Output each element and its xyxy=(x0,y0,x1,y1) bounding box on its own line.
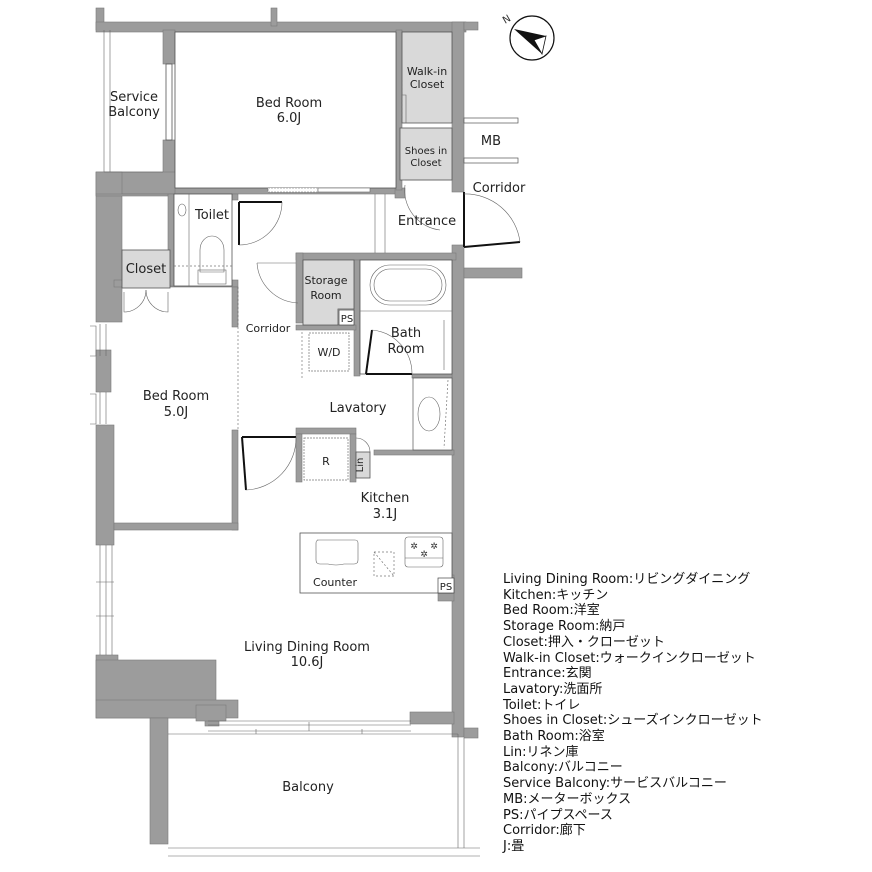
legend-item: Lavatory:洗面所 xyxy=(503,681,603,697)
ldr-label: Living Dining Room xyxy=(244,640,370,655)
legend-item: Bath Room:浴室 xyxy=(503,729,605,745)
linen-closet: Lin xyxy=(355,437,371,479)
legend-item: Service Balcony:サービスバルコニー xyxy=(503,776,727,792)
closet-label: Closet xyxy=(126,262,167,277)
burner-icon: ✲ xyxy=(430,542,438,552)
toilet-label: Toilet xyxy=(194,208,229,223)
legend-item: PS:パイプスペース xyxy=(503,807,613,823)
closet: Closet xyxy=(121,249,171,313)
balcony-label: Balcony xyxy=(282,780,334,795)
burner-icon: ✲ xyxy=(420,550,428,560)
storage-room-label-1: Storage xyxy=(304,274,347,287)
kitchen-size: 3.1J xyxy=(373,507,398,522)
ldr-size: 10.6J xyxy=(291,655,324,670)
washer-dryer: W/D xyxy=(301,332,350,380)
outside-corridor-label: Corridor xyxy=(473,181,526,196)
counter-label: Counter xyxy=(313,576,357,589)
walk-in-closet-label-2: Closet xyxy=(410,78,445,91)
balcony: Balcony xyxy=(168,733,480,857)
ps-top-label: PS xyxy=(341,314,353,325)
service-balcony-label-1: Service xyxy=(110,90,158,105)
legend-item: Toilet:トイレ xyxy=(503,697,581,713)
storage-room: Storage Room PS xyxy=(302,259,355,326)
bed-room-6-size: 6.0J xyxy=(277,111,302,126)
walk-in-closet-label-1: Walk-in xyxy=(407,65,447,78)
service-balcony-label-2: Balcony xyxy=(108,105,160,120)
refrigerator: R xyxy=(303,437,349,481)
ps-kitchen-label: PS xyxy=(440,582,452,593)
shoes-in-closet-label-2: Closet xyxy=(410,158,441,169)
bath-room-label-1: Bath xyxy=(391,326,421,341)
legend-item: Shoes in Closet:シューズインクローゼット xyxy=(503,713,763,729)
linen-label: Lin xyxy=(355,458,366,473)
bath-room: Bath Room xyxy=(359,259,453,375)
bed-room-5-size: 5.0J xyxy=(164,405,189,420)
service-balcony: Service Balcony xyxy=(103,30,173,173)
storage-room-label-2: Room xyxy=(310,289,341,302)
shoes-in-closet: Shoes in Closet xyxy=(399,127,453,181)
meter-box: MB Corridor xyxy=(463,117,526,196)
living-dining-room: Living Dining Room 10.6J xyxy=(208,640,411,734)
wd-label: W/D xyxy=(317,346,340,359)
legend-item: Corridor:廊下 xyxy=(503,823,586,839)
shoes-in-closet-label-1: Shoes in xyxy=(405,146,447,157)
legend-item: Balcony:バルコニー xyxy=(503,760,623,776)
north-arrow-icon: N xyxy=(501,13,555,61)
legend: Living Dining Room:リビングダイニング Kitchen:キッチ… xyxy=(503,572,763,855)
bed-room-6-label: Bed Room xyxy=(256,96,322,111)
legend-item: Walk-in Closet:ウォークインクローゼット xyxy=(503,650,756,666)
kitchen-label: Kitchen xyxy=(361,491,410,506)
legend-item: Storage Room:納戸 xyxy=(503,619,626,635)
legend-item: MB:メーターボックス xyxy=(503,791,632,807)
lavatory: Lavatory xyxy=(330,377,453,451)
legend-item: J:畳 xyxy=(503,838,525,854)
entrance: Entrance xyxy=(374,179,521,253)
legend-item: Living Dining Room:リビングダイニング xyxy=(503,572,751,587)
burner-icon: ✲ xyxy=(410,542,418,552)
lavatory-label: Lavatory xyxy=(330,401,387,416)
toilet: Toilet xyxy=(173,193,283,287)
north-label: N xyxy=(501,13,513,26)
ldr-left-window xyxy=(96,545,114,655)
bed-room-5: Bed Room 5.0J xyxy=(90,324,297,491)
bath-room-label-2: Room xyxy=(387,342,424,357)
legend-item: Closet:押入・クローゼット xyxy=(503,634,665,650)
legend-item: Kitchen:キッチン xyxy=(503,587,609,603)
legend-item: Entrance:玄関 xyxy=(503,666,592,682)
legend-item: Bed Room:洋室 xyxy=(503,603,600,619)
kitchen: Kitchen 3.1J ✲ ✲ ✲ Counter PS xyxy=(299,491,455,594)
refrigerator-label: R xyxy=(322,455,330,468)
mb-label: MB xyxy=(481,134,501,149)
walk-in-closet: Walk-in Closet xyxy=(401,31,453,124)
bed-room-5-label: Bed Room xyxy=(143,389,209,404)
inside-corridor-label: Corridor xyxy=(246,322,291,335)
walls xyxy=(95,7,523,845)
entrance-label: Entrance xyxy=(398,214,456,229)
bed-room-6: Bed Room 6.0J xyxy=(174,31,397,193)
inside-corridor: Corridor xyxy=(237,262,299,430)
legend-item: Lin:リネン庫 xyxy=(503,744,579,760)
